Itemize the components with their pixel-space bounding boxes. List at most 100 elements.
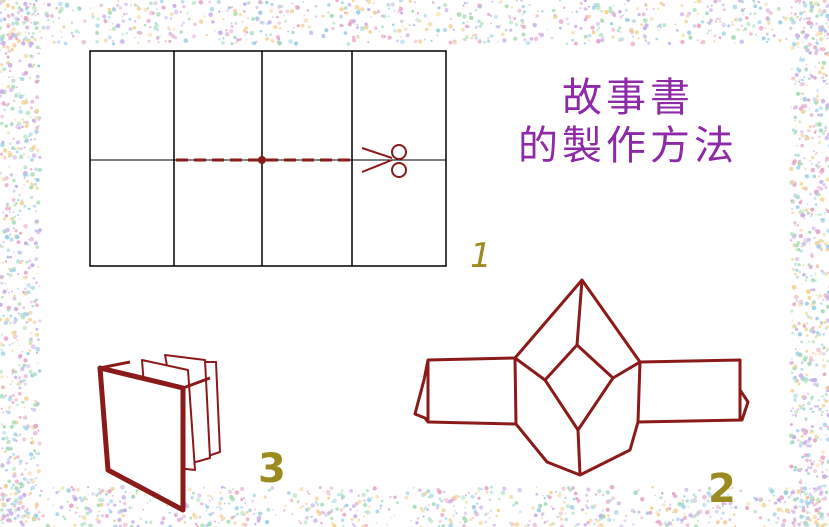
confetti-dot: [238, 13, 242, 17]
confetti-dot: [16, 455, 20, 459]
confetti-dot: [233, 521, 237, 525]
confetti-dot: [656, 25, 659, 28]
confetti-dot: [804, 67, 808, 71]
confetti-dot: [779, 501, 782, 504]
confetti-dot: [452, 505, 455, 508]
confetti-dot: [647, 41, 651, 45]
confetti-dot: [824, 327, 828, 330]
confetti-dot: [220, 485, 224, 489]
confetti-dot: [808, 328, 814, 333]
confetti-dot: [813, 131, 817, 134]
confetti-dot: [799, 199, 803, 203]
confetti-dot: [714, 1, 717, 4]
confetti-dot: [822, 496, 828, 501]
confetti-dot: [12, 320, 17, 325]
confetti-dot: [18, 391, 22, 396]
confetti-dot: [405, 33, 410, 38]
confetti-dot: [400, 36, 402, 38]
confetti-dot: [26, 508, 29, 511]
confetti-dot: [522, 10, 526, 14]
confetti-dot: [9, 237, 14, 242]
confetti-dot: [819, 524, 825, 527]
confetti-dot: [826, 37, 829, 40]
confetti-dot: [820, 10, 825, 15]
confetti-dot: [579, 7, 582, 9]
confetti-dot: [134, 36, 136, 39]
confetti-dot: [500, 490, 506, 496]
confetti-dot: [820, 217, 826, 223]
confetti-dot: [799, 249, 804, 253]
confetti-dot: [805, 420, 808, 423]
confetti-dot: [825, 437, 829, 442]
confetti-dot: [13, 456, 17, 460]
confetti-dot: [32, 5, 37, 10]
book-cover: [97, 365, 186, 513]
confetti-dot: [81, 39, 87, 45]
confetti-dot: [415, 18, 420, 22]
confetti-dot: [790, 46, 795, 50]
confetti-dot: [801, 395, 805, 399]
confetti-dot: [160, 0, 164, 4]
confetti-dot: [723, 496, 727, 500]
confetti-dot: [138, 30, 143, 35]
confetti-dot: [24, 509, 28, 513]
confetti-dot: [791, 284, 797, 290]
confetti-dot: [774, 501, 778, 505]
confetti-dot: [31, 480, 35, 484]
confetti-dot: [693, 524, 699, 527]
confetti-dot: [254, 522, 257, 526]
confetti-dot: [2, 67, 7, 71]
confetti-dot: [609, 484, 615, 490]
confetti-dot: [299, 521, 302, 525]
confetti-dot: [816, 244, 821, 249]
confetti-dot: [521, 13, 524, 16]
confetti-dot: [23, 374, 28, 379]
confetti-dot: [794, 153, 797, 157]
confetti-dot: [41, 25, 46, 30]
confetti-dot: [809, 8, 814, 13]
confetti-dot: [293, 41, 299, 46]
confetti-dot: [14, 184, 19, 188]
confetti-dot: [800, 340, 803, 344]
confetti-dot: [801, 78, 804, 82]
confetti-dot: [727, 493, 730, 496]
confetti-dot: [389, 495, 392, 499]
confetti-dot: [8, 518, 12, 523]
confetti-dot: [815, 38, 818, 41]
confetti-dot: [244, 502, 247, 505]
confetti-dot: [113, 519, 116, 523]
confetti-dot: [260, 20, 265, 25]
confetti-dot: [563, 501, 566, 504]
confetti-dot: [3, 449, 7, 453]
confetti-dot: [258, 511, 263, 516]
confetti-dot: [43, 2, 45, 5]
confetti-dot: [571, 11, 574, 14]
confetti-dot: [818, 141, 822, 145]
confetti-dot: [683, 512, 686, 515]
confetti-dot: [245, 517, 250, 522]
confetti-dot: [478, 505, 484, 510]
confetti-dot: [208, 499, 211, 502]
confetti-dot: [514, 22, 519, 27]
confetti-dot: [594, 518, 597, 521]
confetti-dot: [33, 137, 37, 141]
confetti-dot: [804, 208, 809, 212]
confetti-dot: [156, 35, 159, 39]
confetti-dot: [605, 507, 610, 512]
confetti-dot: [191, 34, 196, 39]
confetti-dot: [814, 203, 818, 206]
confetti-dot: [37, 52, 40, 55]
confetti-dot: [196, 497, 201, 503]
confetti-dot: [793, 115, 797, 119]
confetti-dot: [803, 10, 806, 14]
confetti-dot: [11, 13, 14, 16]
confetti-dot: [63, 517, 67, 521]
confetti-dot: [21, 118, 25, 122]
confetti-dot: [631, 35, 635, 38]
confetti-dot: [684, 19, 689, 24]
confetti-dot: [826, 318, 829, 323]
confetti-dot: [87, 494, 89, 496]
confetti-dot: [107, 508, 111, 511]
confetti-dot: [192, 491, 195, 495]
confetti-dot: [558, 511, 564, 516]
